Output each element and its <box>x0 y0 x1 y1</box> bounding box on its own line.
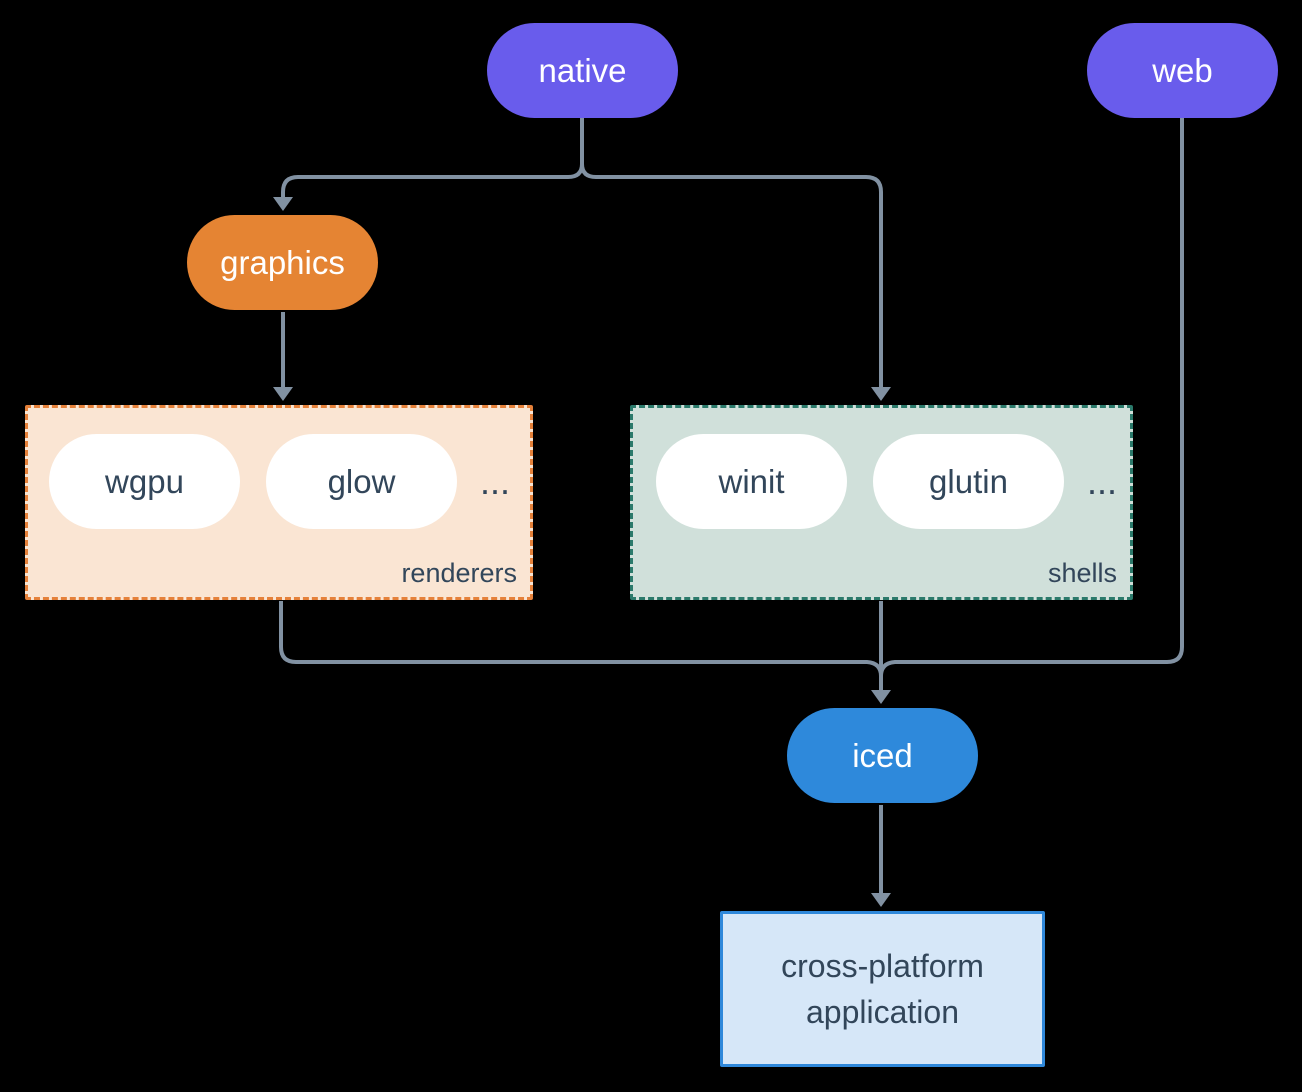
renderers-group-label: renderers <box>401 558 517 588</box>
arrowhead-iced <box>871 690 891 704</box>
group-shells: winit glutin ... shells <box>630 405 1133 600</box>
shells-ellipsis: ... <box>1087 460 1118 502</box>
node-graphics: graphics <box>187 215 378 310</box>
arrowhead-shells <box>871 387 891 401</box>
node-native-label: native <box>538 51 627 89</box>
arrowhead-application <box>871 893 891 907</box>
group-renderers: wgpu glow ... renderers <box>25 405 533 600</box>
node-glutin: glutin <box>873 434 1064 529</box>
node-iced-label: iced <box>852 736 913 774</box>
shells-group-label: shells <box>1047 558 1117 588</box>
node-wgpu-label: wgpu <box>105 462 184 500</box>
node-winit: winit <box>656 434 847 529</box>
node-application: cross-platform application <box>720 911 1045 1067</box>
arrowhead-renderers <box>273 387 293 401</box>
node-glutin-label: glutin <box>929 462 1008 500</box>
node-native: native <box>487 23 678 118</box>
application-label-line2: application <box>806 994 959 1030</box>
node-iced: iced <box>787 708 978 803</box>
application-label-line1: cross-platform <box>781 947 984 984</box>
arrowhead-graphics <box>273 197 293 211</box>
node-glow-label: glow <box>327 462 396 500</box>
edge-native-shells <box>580 118 883 387</box>
node-web-label: web <box>1152 51 1213 89</box>
node-web: web <box>1087 23 1278 118</box>
node-graphics-label: graphics <box>220 243 345 281</box>
renderers-ellipsis: ... <box>480 460 511 502</box>
node-winit-label: winit <box>718 462 785 500</box>
node-wgpu: wgpu <box>49 434 240 529</box>
node-glow: glow <box>266 434 457 529</box>
edge-native-graphics <box>281 118 584 197</box>
edge-renderers-iced <box>279 601 883 677</box>
